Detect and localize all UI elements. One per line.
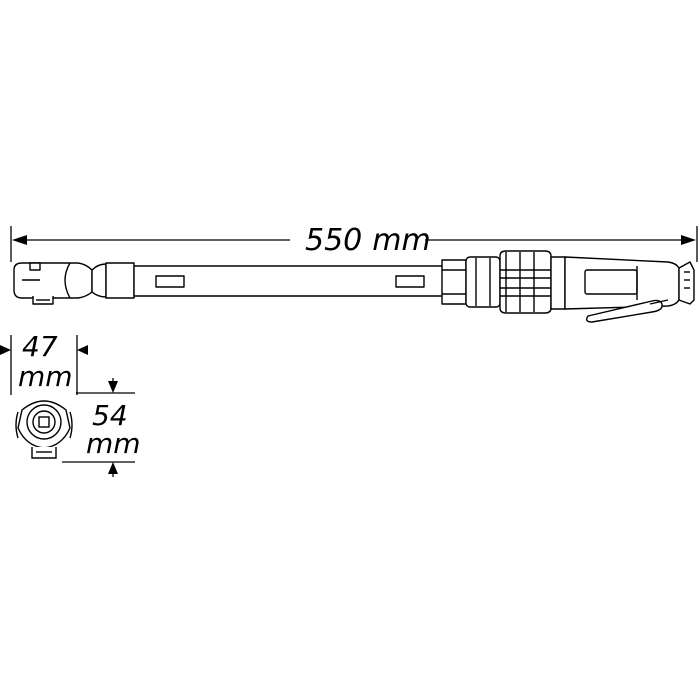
inlet-body: [678, 261, 695, 305]
grip-panel: [584, 269, 638, 295]
width-value: 47: [22, 330, 58, 363]
length-value: 550: [305, 223, 362, 258]
front-square-drive: [38, 416, 50, 428]
head-curve: [64, 262, 71, 299]
width-arrow-left: [0, 345, 11, 355]
width-arrow-right: [77, 345, 88, 355]
motor-body: [499, 250, 552, 314]
height-unit: mm: [86, 427, 141, 460]
bar-slot-right: [395, 275, 425, 288]
front-outer-edge-right: [69, 411, 73, 439]
length-unit: mm: [372, 223, 430, 258]
ratchet-head: [13, 262, 93, 305]
length-arrow-left: [12, 235, 27, 245]
motor-housing: [499, 250, 552, 314]
hex-nut-body: [441, 259, 467, 305]
collar: [465, 256, 501, 308]
hex-nut: [441, 259, 467, 305]
bar-slot-left: [155, 275, 185, 288]
front-outer-edge-left: [15, 411, 19, 439]
air-inlet: [678, 261, 695, 305]
throttle-lever: [585, 299, 663, 323]
length-label: 550 mm: [305, 223, 431, 258]
length-arrow-right: [681, 235, 696, 245]
grip-handle: [550, 256, 680, 310]
length-dimension: [10, 226, 698, 262]
height-arrow-bottom: [108, 462, 118, 474]
wrench-side-view: [13, 250, 695, 323]
extension-bar: [133, 265, 447, 297]
head-neck: [91, 263, 107, 298]
throttle-pivot: [649, 299, 669, 305]
collar-body: [465, 256, 501, 308]
head-lever: [29, 262, 41, 271]
width-unit: mm: [18, 360, 73, 393]
handle-sleeve: [105, 262, 135, 299]
height-arrow-top: [108, 381, 118, 393]
head-front-view: [15, 400, 73, 459]
grip-transition: [550, 256, 566, 310]
height-value: 54: [92, 399, 128, 432]
